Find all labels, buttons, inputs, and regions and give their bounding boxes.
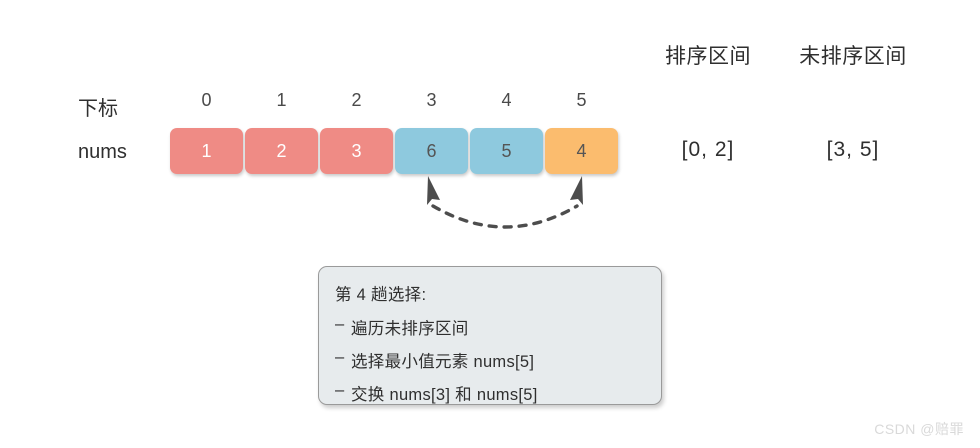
index-tick-4: 4	[501, 90, 512, 110]
array-cell-3: 6	[395, 128, 468, 174]
step-info-text-1: 选择最小值元素 nums[5]	[351, 353, 535, 371]
index-tick-0: 0	[201, 90, 212, 110]
step-info-item-2: – 交换 nums[3] 和 nums[5]	[335, 381, 661, 405]
step-info-box: 第 4 趟选择: – 遍历未排序区间 – 选择最小值元素 nums[5] – 交…	[318, 266, 662, 405]
index-tick-5: 5	[576, 90, 587, 110]
step-info-title: 第 4 趟选择:	[335, 286, 427, 304]
step-info-text-2: 交换 nums[3] 和 nums[5]	[351, 386, 538, 404]
sorted-region-header: 排序区间	[665, 45, 751, 68]
array-cell-1: 2	[245, 128, 318, 174]
index-tick-3: 3	[426, 90, 437, 110]
step-info-item-0: – 遍历未排序区间	[335, 315, 661, 339]
region-ranges: [0, 2] [3, 5]	[640, 138, 930, 162]
step-info-text-0: 遍历未排序区间	[351, 320, 469, 338]
index-row-label: 下标	[78, 98, 118, 120]
bullet-marker-0: –	[335, 315, 345, 333]
unsorted-range-value: [3, 5]	[826, 138, 880, 161]
array-cell-0: 1	[170, 128, 243, 174]
array-cell-5: 4	[545, 128, 618, 174]
bullet-marker-2: –	[335, 381, 345, 399]
index-tick-1: 1	[276, 90, 287, 110]
step-info-item-1: – 选择最小值元素 nums[5]	[335, 348, 661, 372]
csdn-watermark: CSDN @赔罪	[874, 421, 964, 437]
region-headers: 排序区间 未排序区间	[640, 40, 930, 70]
sorted-range-value: [0, 2]	[681, 138, 735, 161]
nums-row-label: nums	[78, 141, 127, 163]
index-row: 0 1 2 3 4 5	[170, 90, 620, 111]
array-cell-4: 5	[470, 128, 543, 174]
swap-arrow-icon	[427, 176, 583, 229]
index-tick-2: 2	[351, 90, 362, 110]
array-cell-2: 3	[320, 128, 393, 174]
step-info-list: – 遍历未排序区间 – 选择最小值元素 nums[5] – 交换 nums[3]…	[335, 315, 661, 405]
unsorted-region-header: 未排序区间	[799, 45, 907, 68]
array-row: 1 2 3 6 5 4	[170, 128, 620, 174]
bullet-marker-1: –	[335, 348, 345, 366]
